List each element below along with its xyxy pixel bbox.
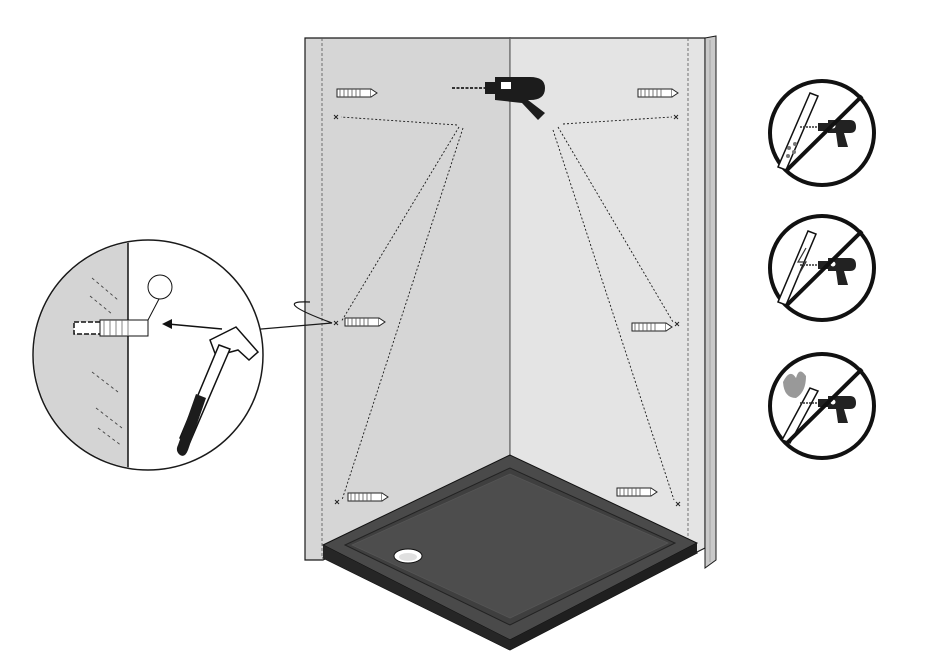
wall-plug bbox=[348, 493, 388, 501]
wall-plug bbox=[345, 318, 385, 326]
warning-water-pipes bbox=[770, 81, 874, 185]
wall-plug bbox=[337, 89, 377, 97]
warning-gas-pipes bbox=[770, 354, 874, 458]
wall-plug bbox=[617, 488, 657, 496]
warning-electric-cables bbox=[770, 216, 874, 320]
wall-plug bbox=[632, 323, 672, 331]
wall-plug bbox=[638, 89, 678, 97]
